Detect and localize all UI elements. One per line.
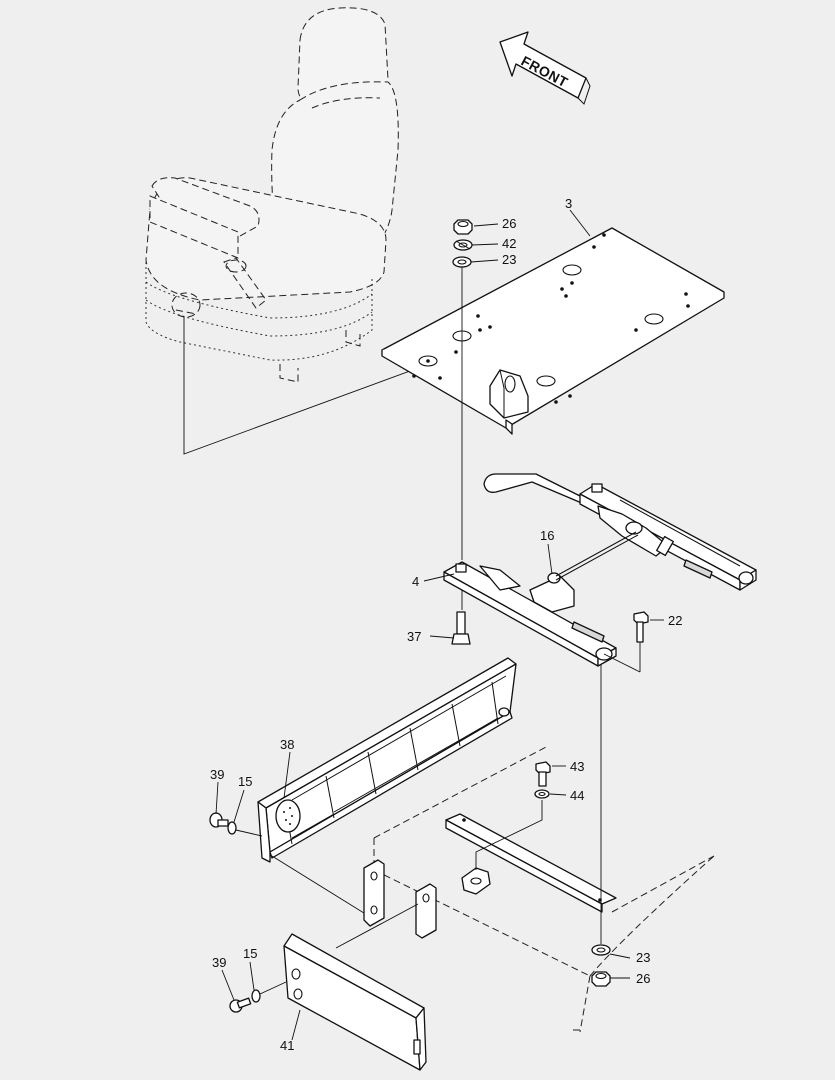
callout-23-top: 23	[502, 252, 516, 267]
bolt-22	[603, 611, 649, 673]
callout-42: 42	[502, 236, 516, 251]
callout-26-bottom: 26	[636, 971, 650, 986]
top-hardware-stack	[452, 219, 473, 610]
callout-22: 22	[668, 613, 682, 628]
washer-44	[534, 789, 550, 799]
callout-23-bottom: 23	[636, 950, 650, 965]
callout-39-top: 39	[210, 767, 224, 782]
side-cover-panel	[257, 657, 517, 863]
bolt-43	[535, 761, 551, 787]
bolt-37	[451, 611, 471, 645]
screw-39-bottom	[229, 997, 252, 1013]
callout-43: 43	[570, 759, 584, 774]
lower-cover	[283, 933, 427, 1071]
callout-37: 37	[407, 629, 421, 644]
callout-39-bottom: 39	[212, 955, 226, 970]
callout-26-top: 26	[502, 216, 516, 231]
screw-39-top	[209, 812, 229, 828]
washer-23-bottom	[591, 944, 611, 956]
seat-mount-leader	[183, 316, 479, 455]
callout-leaders	[215, 209, 664, 1041]
washer-15-top	[227, 821, 237, 835]
nut-26-bottom	[591, 971, 611, 987]
callout-38: 38	[280, 737, 294, 752]
callout-15-top: 15	[238, 774, 252, 789]
base-frame-phantom	[363, 745, 715, 1033]
callout-41: 41	[280, 1038, 294, 1053]
washer-15-bottom	[251, 989, 261, 1003]
seat-mounting-plate	[381, 227, 725, 435]
callout-15-bottom: 15	[243, 946, 257, 961]
callout-3: 3	[565, 196, 572, 211]
callout-numbers: 3 26 42 23 16 4 22 37 38 43 44 39 15 23 …	[210, 196, 682, 1053]
slide-rails-assembly	[443, 473, 757, 667]
callout-16: 16	[540, 528, 554, 543]
callout-44: 44	[570, 788, 584, 803]
callout-4: 4	[412, 574, 419, 589]
seat-phantom	[145, 7, 399, 383]
front-arrow: FRONT	[499, 31, 591, 105]
